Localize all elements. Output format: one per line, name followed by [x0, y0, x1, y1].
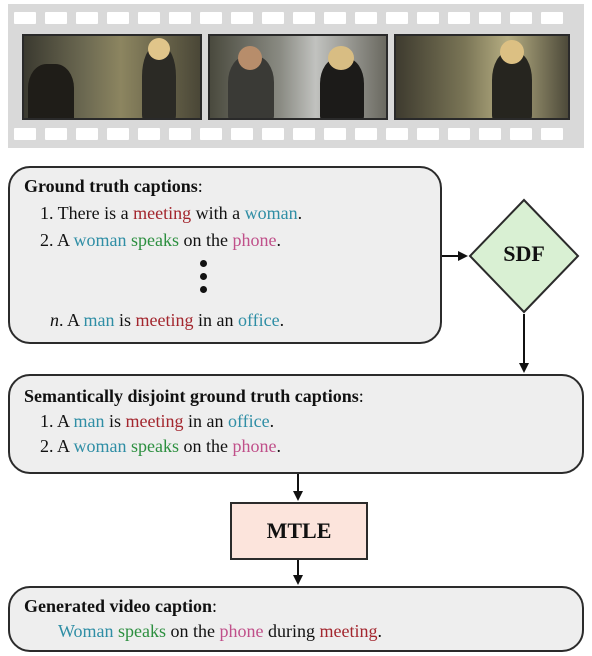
caption-segment: speaks	[131, 436, 180, 456]
caption-segment: office	[228, 411, 270, 431]
caption-segment: meeting	[319, 621, 378, 641]
caption-segment: .	[377, 621, 383, 641]
mtle-box: MTLE	[230, 502, 368, 560]
disjoint-heading-text: Semantically disjoint ground truth capti…	[24, 386, 359, 406]
caption-segment: phone	[219, 621, 264, 641]
film-perforations-bottom	[14, 128, 578, 140]
caption-segment: meeting	[135, 310, 194, 330]
caption-segment: woman	[73, 436, 127, 456]
video-frame-1	[22, 34, 202, 120]
ground-truth-captions-box	[8, 166, 442, 344]
caption-segment: meeting	[133, 203, 192, 223]
caption-segment: .	[276, 230, 282, 250]
caption-segment: meeting	[125, 411, 184, 431]
caption-segment: . A	[59, 310, 84, 330]
ground-truth-heading-text: Ground truth captions	[24, 176, 198, 196]
ground-truth-caption-1: 1. There is a meeting with a woman.	[40, 203, 302, 224]
disjoint-caption-1: 1. A man is meeting in an office.	[40, 411, 274, 432]
video-frame-3	[394, 34, 570, 120]
caption-segment: .	[269, 411, 275, 431]
caption-segment: on the	[179, 230, 233, 250]
ellipsis-dots	[200, 260, 210, 299]
mtle-label: MTLE	[266, 518, 332, 543]
caption-segment: is	[104, 411, 126, 431]
disjoint-caption-2: 2. A woman speaks on the phone.	[40, 436, 281, 457]
ground-truth-heading: Ground truth captions:	[24, 176, 203, 197]
sdf-label: SDF	[503, 241, 545, 266]
caption-segment: .	[276, 436, 282, 456]
generated-caption: Woman speaks on the phone during meeting…	[58, 621, 382, 642]
caption-segment: Woman	[58, 621, 114, 641]
generated-heading: Generated video caption:	[24, 596, 217, 617]
caption-segment: woman	[244, 203, 298, 223]
caption-segment: 2. A	[40, 436, 74, 456]
caption-segment: man	[83, 310, 115, 330]
disjoint-heading-colon: :	[358, 386, 364, 406]
caption-segment: woman	[73, 230, 127, 250]
caption-segment: with a	[191, 203, 245, 223]
caption-segment: in an	[183, 411, 229, 431]
caption-segment: .	[297, 203, 303, 223]
disjoint-heading: Semantically disjoint ground truth capti…	[24, 386, 364, 407]
generated-heading-text: Generated video caption	[24, 596, 212, 616]
caption-segment: 1. A	[40, 411, 74, 431]
caption-segment: speaks	[131, 230, 180, 250]
sdf-diamond	[468, 198, 580, 314]
caption-segment: during	[263, 621, 320, 641]
caption-segment: is	[114, 310, 136, 330]
generated-caption-box	[8, 586, 584, 652]
video-frame-2	[208, 34, 388, 120]
disjoint-captions-box	[8, 374, 584, 474]
caption-segment: speaks	[118, 621, 167, 641]
caption-segment: 2. A	[40, 230, 74, 250]
caption-segment: in an	[193, 310, 239, 330]
caption-segment: phone	[232, 436, 277, 456]
caption-segment: 1. There is a	[40, 203, 134, 223]
ground-truth-caption-2: 2. A woman speaks on the phone.	[40, 230, 281, 251]
caption-segment: man	[73, 411, 105, 431]
ground-truth-heading-colon: :	[197, 176, 203, 196]
caption-segment: office	[238, 310, 280, 330]
caption-segment: .	[279, 310, 285, 330]
caption-segment: n	[50, 310, 59, 330]
video-film-strip	[8, 4, 584, 148]
generated-heading-colon: :	[211, 596, 217, 616]
ground-truth-caption-n: n. A man is meeting in an office.	[50, 310, 284, 331]
caption-segment: on the	[166, 621, 220, 641]
caption-segment: on the	[179, 436, 233, 456]
caption-segment: phone	[232, 230, 277, 250]
film-perforations-top	[14, 12, 578, 24]
